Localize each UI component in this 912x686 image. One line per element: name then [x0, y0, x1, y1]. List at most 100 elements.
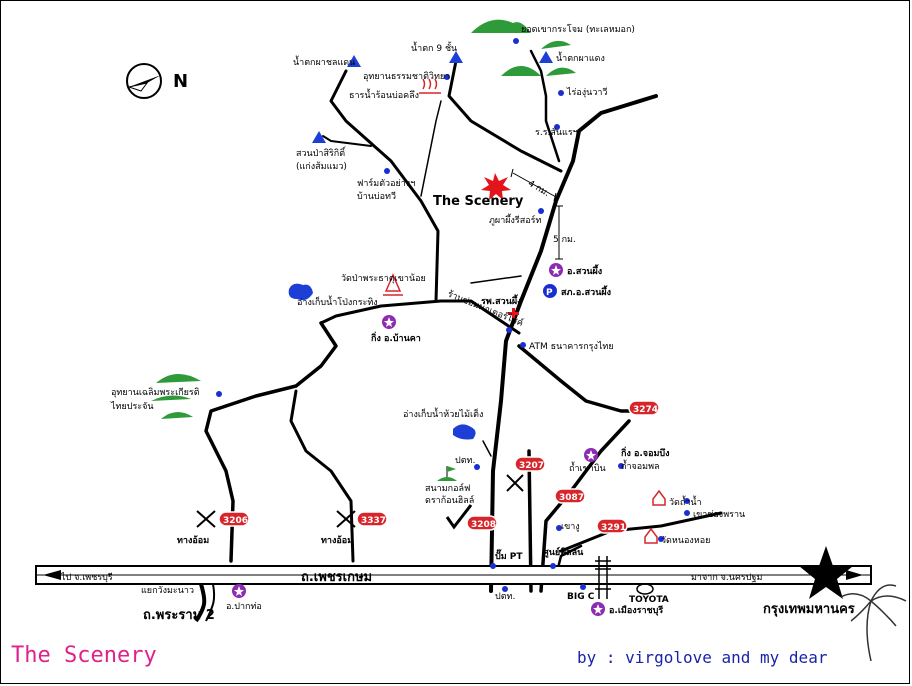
label-reservoir2: อ่างเก็บน้ำห้วยไม้เต็ง — [403, 407, 483, 420]
label-pump: ปั๊ม PT — [495, 549, 523, 562]
distance-1: 4 กม. — [526, 179, 551, 199]
x-mark-icon — [196, 510, 216, 528]
police-icon: P — [543, 284, 557, 298]
svg-text:3291: 3291 — [601, 523, 626, 533]
svg-text:3274: 3274 — [633, 405, 658, 415]
label-atm: ATM ธนาคารกรุงไทย — [529, 341, 614, 352]
waterfall-icon — [539, 51, 553, 63]
arrow-right-icon — [846, 570, 863, 580]
poi-dot — [538, 208, 544, 214]
poi-dot — [384, 168, 390, 174]
footer-title: The Scenery — [11, 643, 157, 668]
label-park1: อุทยานเฉลิมพระเกียรติ — [111, 387, 200, 398]
reservoir-icon — [288, 283, 313, 301]
arrow-left-icon — [43, 570, 61, 580]
waterfall-icon — [312, 131, 326, 143]
label-center: ศูนย์พิสลัน — [543, 546, 584, 558]
label-watthamnam: วัดถ้ำน้ำ — [669, 495, 702, 508]
svg-text:3208: 3208 — [471, 520, 496, 530]
poi-dot — [520, 342, 526, 348]
poi-dot — [474, 464, 480, 470]
label-bangkok: กรุงเทพมหานคร — [763, 602, 855, 617]
route-badge-3208: 3208 — [466, 515, 498, 531]
label-farm1: ฟาร์มตัวอย่างฯ — [357, 177, 415, 189]
svg-text:3206: 3206 — [223, 516, 248, 526]
mountain-icon — [541, 40, 571, 49]
the-scenery-label: The Scenery — [433, 194, 524, 209]
label-bigc: BIG C — [567, 592, 595, 602]
road-main-north — [489, 94, 658, 593]
poi-dot — [618, 463, 624, 469]
label-temple1: วัดป่าพระธาตุเขาน้อย — [341, 273, 426, 284]
check-mark-icon — [445, 504, 473, 530]
district-star-icons — [232, 263, 605, 616]
compass-label: N — [173, 71, 188, 92]
temple-house-icons — [644, 489, 666, 544]
label-waterfall-daeng: น้ำตกผาแดง — [556, 51, 605, 64]
footer-credit: by : virgolove and my dear — [577, 648, 828, 667]
poi-dot — [444, 74, 450, 80]
road-west-2 — [289, 389, 355, 563]
mountain-icon — [151, 395, 191, 401]
label-rai: ไร่องุ่นวาวี — [566, 87, 607, 98]
distance-markers — [510, 168, 563, 260]
label-junction: แยกวังมะนาว — [141, 586, 194, 596]
label-district-suanphueng: อ.สวนผึ้ง — [567, 264, 602, 277]
label-chombueng2: ถ้ำจอมพล — [621, 459, 660, 472]
label-muang: อ.เมืองราชบุรี — [609, 604, 663, 616]
poi-dot — [550, 563, 556, 569]
label-ptt2: ปตท. — [495, 592, 515, 602]
mountain-icons — [151, 19, 576, 419]
golf-icon — [437, 466, 457, 481]
label-park2: ไทยประจัน — [110, 401, 154, 412]
label-peak: ยอดเขากระโจม (ทะเลหมอก) — [521, 24, 635, 35]
compass-icon — [126, 63, 162, 99]
road-to-waterfall9 — [447, 59, 563, 173]
label-hospital: รพ.สวนผึ้ง — [481, 294, 522, 307]
highway-phetkasem: ไป จ.เพชรบุรี ถ.เพชรเกษม มาจาก จ.นครปฐม — [35, 565, 872, 623]
poi-dot — [554, 124, 560, 130]
label-hotspring1: อุทยานธรรมชาติวิทยา — [363, 71, 450, 82]
svg-text:P: P — [546, 288, 553, 298]
road-reservoir2 — [482, 440, 492, 457]
road-fork-hotspring — [420, 100, 442, 197]
palm-tree-icon — [840, 584, 907, 662]
the-scenery-marker-icon — [481, 173, 511, 200]
svg-text:3337: 3337 — [361, 516, 386, 526]
toyota-logo-icon — [636, 583, 654, 595]
route-badge-3274: 3274 — [628, 400, 660, 416]
route-badge-3337: 3337 — [356, 511, 388, 527]
distance-2: 5 กม. — [553, 235, 576, 245]
label-bankhang: กิ่ง อ.บ้านคา — [370, 331, 420, 344]
road-east-3274 — [517, 344, 643, 413]
highway-name: ถ.เพชรเกษม — [301, 570, 372, 585]
poi-dot — [558, 90, 564, 96]
road-to-garden — [322, 135, 372, 147]
label-toyota: TOYOTA — [629, 595, 669, 605]
poi-dot — [506, 327, 512, 333]
route-badge-3207: 3207 — [514, 456, 546, 472]
temple-house-icon — [652, 489, 666, 506]
road-to-peak — [529, 49, 561, 163]
highway-right-dir: มาจาก จ.นครปฐม — [691, 573, 762, 583]
label-golf2: ดราก้อนฮิลล์ — [425, 494, 474, 506]
label-waterfall9: น้ำตก 9 ชั้น — [411, 41, 457, 54]
temple-house-icon — [644, 527, 658, 544]
road-upper-left — [329, 69, 440, 303]
poi-dot — [216, 391, 222, 397]
label-khaongu: เขางู — [561, 522, 580, 532]
label-khaochongpran: เขาช่องพราน — [693, 510, 745, 520]
poi-dot — [556, 525, 562, 531]
reservoir-icon — [453, 424, 476, 440]
road-west — [204, 321, 338, 563]
label-school: ร.ร.สันแรฯ — [535, 128, 578, 138]
mountain-icon — [501, 66, 541, 76]
poi-dot — [513, 38, 519, 44]
label-golf1: สนามกอล์ฟ — [425, 482, 470, 494]
bangkok-star-icon — [799, 546, 853, 599]
temple-icon — [383, 273, 403, 296]
route-badge-3291: 3291 — [596, 518, 628, 534]
mountain-icon — [471, 19, 531, 33]
roads — [204, 49, 723, 593]
